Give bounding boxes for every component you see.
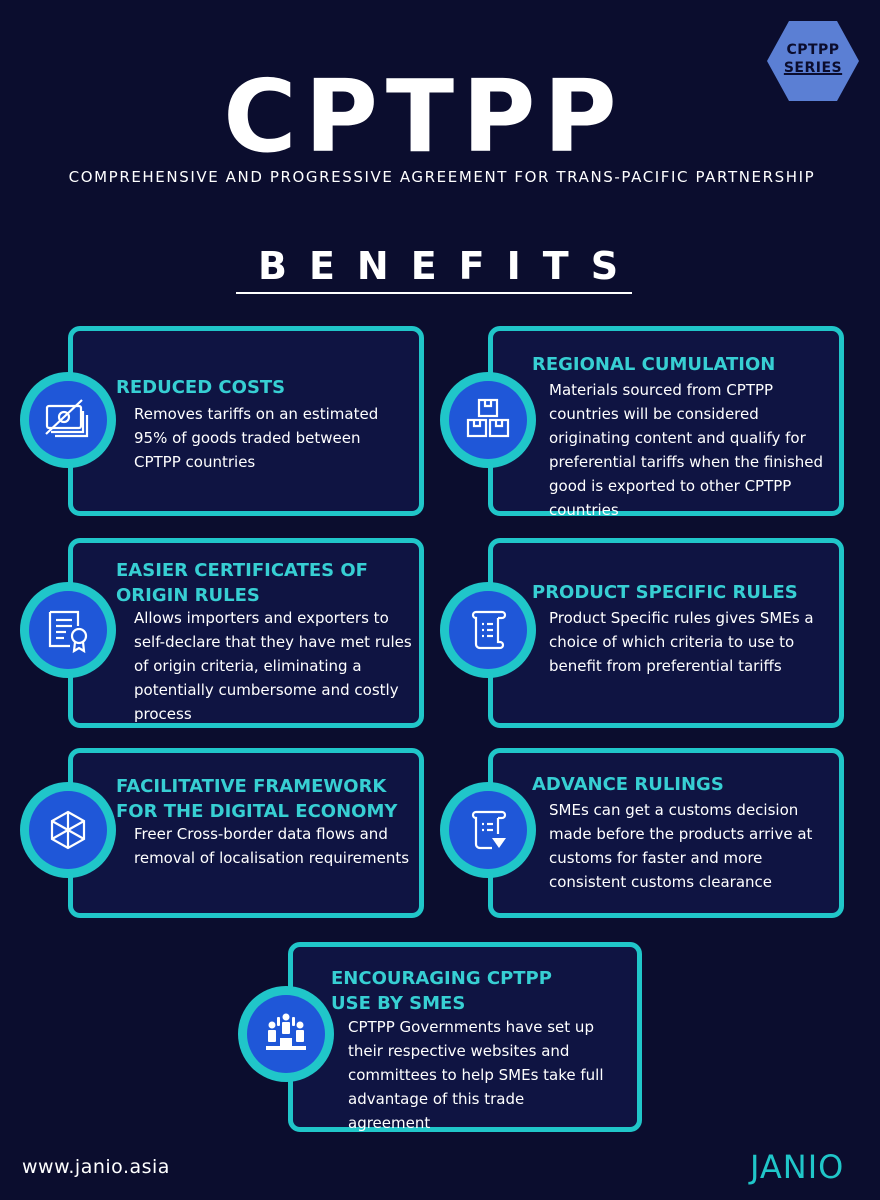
badge-line1: CPTPP [786, 42, 840, 58]
money-crossed-icon [45, 399, 89, 438]
card-text-easier-certificates: Allows importers and exporters to self-d… [134, 609, 412, 723]
card-text-digital-economy: Freer Cross-border data flows and remova… [134, 825, 410, 867]
card-title-line: REDUCED COSTS [116, 377, 286, 398]
scroll-check-icon [471, 810, 507, 850]
benefit-card-encouraging-smes [288, 942, 642, 1132]
card-text-product-specific-rules: Product Specific rules gives SMEs a choi… [549, 609, 814, 675]
benefit-card-reduced-costs [68, 326, 424, 516]
card-title-line: FACILITATIVE FRAMEWORK [116, 776, 387, 797]
card-text-advance-rulings: SMEs can get a customs decision made bef… [549, 801, 813, 891]
badge-label: CPTPP SERIES [766, 41, 860, 77]
card-title-reduced-costs: REDUCED COSTS [116, 377, 285, 399]
card-title-line: PRODUCT SPECIFIC RULES [532, 582, 798, 603]
card-title-product-specific-rules: PRODUCT SPECIFIC RULES [532, 582, 798, 604]
network-cube-icon [50, 810, 86, 850]
benefit-icon-easier-certificates [20, 582, 116, 678]
card-title-line: ORIGIN RULES [116, 585, 260, 606]
benefit-card-advance-rulings [488, 748, 844, 918]
hexagon-icon [767, 21, 859, 101]
card-title-line: USE BY SMES [331, 993, 466, 1014]
benefit-icon-encouraging-smes [238, 986, 334, 1082]
card-title-regional-cumulation: REGIONAL CUMULATION [532, 354, 775, 376]
card-text-regional-cumulation: Materials sourced from CPTPP countries w… [549, 381, 824, 519]
card-title-line: ADVANCE RULINGS [532, 774, 724, 795]
card-title-line: EASIER CERTIFICATES OF [116, 560, 368, 581]
card-title-line: REGIONAL CUMULATION [532, 354, 776, 375]
podium-icon [266, 1013, 306, 1050]
series-badge: CPTPP SERIES [766, 20, 860, 102]
card-text-reduced-costs: Removes tariffs on an estimated 95% of g… [134, 405, 379, 471]
benefit-card-product-specific-rules [488, 538, 844, 728]
benefit-card-digital-economy [68, 748, 424, 918]
section-title: BENEFITS [236, 244, 632, 294]
card-title-advance-rulings: ADVANCE RULINGS [532, 774, 724, 796]
boxes-icon [466, 398, 510, 438]
footer-website-link[interactable]: www.janio.asia [22, 1156, 170, 1178]
card-title-encouraging-smes: ENCOURAGING CPTPP USE BY SMES [331, 966, 552, 1016]
card-title-line: ENCOURAGING CPTPP [331, 968, 552, 989]
page-title: CPTPP [223, 58, 625, 175]
janio-logo: JANIO [750, 1148, 845, 1186]
certificate-icon [48, 610, 88, 654]
benefit-icon-digital-economy [20, 782, 116, 878]
benefit-icon-advance-rulings [440, 782, 536, 878]
benefit-icon-regional-cumulation [440, 372, 536, 468]
card-text-encouraging-smes: CPTPP Governments have set up their resp… [348, 1018, 604, 1132]
card-title-digital-economy: FACILITATIVE FRAMEWORK FOR THE DIGITAL E… [116, 774, 397, 824]
benefit-icon-product-specific-rules [440, 582, 536, 678]
scroll-icon [471, 610, 507, 650]
badge-line2: SERIES [783, 60, 843, 76]
page-subtitle: COMPREHENSIVE AND PROGRESSIVE AGREEMENT … [68, 168, 816, 186]
benefit-icon-reduced-costs [20, 372, 116, 468]
card-title-line: FOR THE DIGITAL ECONOMY [116, 801, 398, 822]
benefit-card-regional-cumulation [488, 326, 844, 516]
card-title-easier-certificates: EASIER CERTIFICATES OF ORIGIN RULES [116, 558, 368, 608]
